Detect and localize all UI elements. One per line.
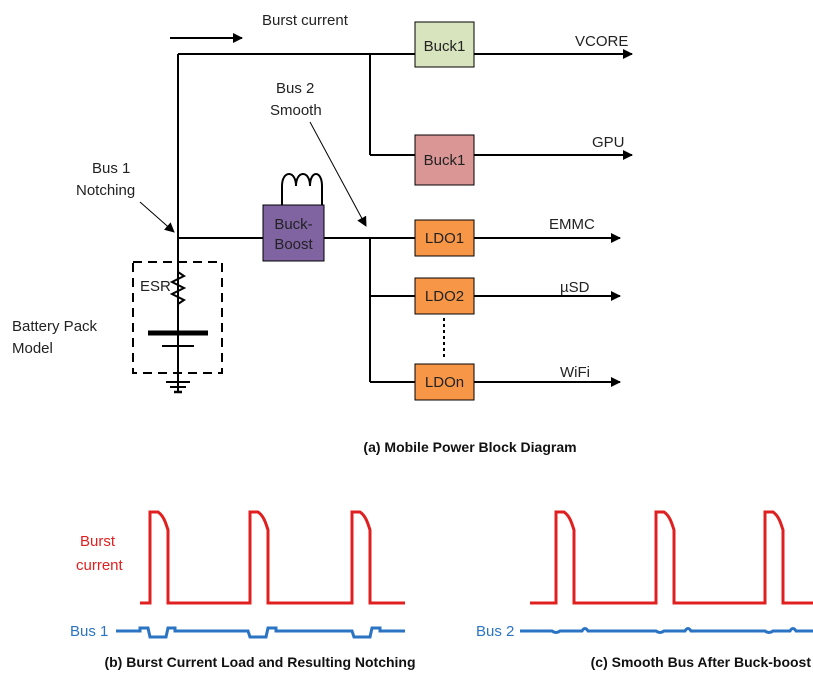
buck1-vcore-block [414,21,475,68]
bus2-pointer-arrow [309,121,367,227]
ldon-label: LDOn [425,374,464,391]
caption-a: (a) Mobile Power Block Diagram [363,439,576,455]
ldo1-block [414,219,475,257]
bus1-wave-label: Bus 1 [70,623,108,640]
burst-wave-label-line2: current [76,557,124,574]
buck-boost-label-line1: Buck- [274,216,312,233]
buck1-gpu-label: Buck1 [424,152,466,169]
gpu-label: GPU [592,134,625,151]
esr-resistor-symbol [169,262,187,320]
battery-pack-box [132,261,223,374]
ldo2-label: LDO2 [425,288,464,305]
inductor-symbol [281,173,323,200]
usd-label: µSD [560,279,590,296]
bus2-wave-label: Bus 2 [476,623,514,640]
emmc-label: EMMC [549,216,595,233]
buck1-vcore-label: Buck1 [424,38,466,55]
caption-b: (b) Burst Current Load and Resulting Not… [104,654,415,670]
vcore-label: VCORE [575,33,628,50]
bus1-notching-waveform [116,626,405,639]
buck1-gpu-block [414,134,475,186]
bus2-label-line2: Smooth [270,102,322,119]
burst-current-waveform-c [530,510,813,605]
bus1-label-line2: Notching [76,182,135,199]
buck-boost-label-line2: Boost [274,236,313,253]
esr-label: ESR [140,278,171,295]
ldo2-block [414,277,475,315]
caption-c: (c) Smooth Bus After Buck-boost [591,654,812,670]
burst-current-waveform-b [140,510,405,605]
ldo1-label: LDO1 [425,230,464,247]
bus2-smooth-waveform [520,627,813,634]
burst-current-label: Burst current [262,12,349,29]
ldon-block [414,363,475,401]
battery-label-line1: Battery Pack [12,318,98,335]
buck-boost-block [262,204,325,262]
bus1-label-line1: Bus 1 [92,160,130,177]
bus1-pointer-arrow [139,201,175,233]
wifi-label: WiFi [560,364,590,381]
burst-wave-label-line1: Burst [80,533,116,550]
bus2-label-line1: Bus 2 [276,80,314,97]
battery-label-line2: Model [12,340,53,357]
